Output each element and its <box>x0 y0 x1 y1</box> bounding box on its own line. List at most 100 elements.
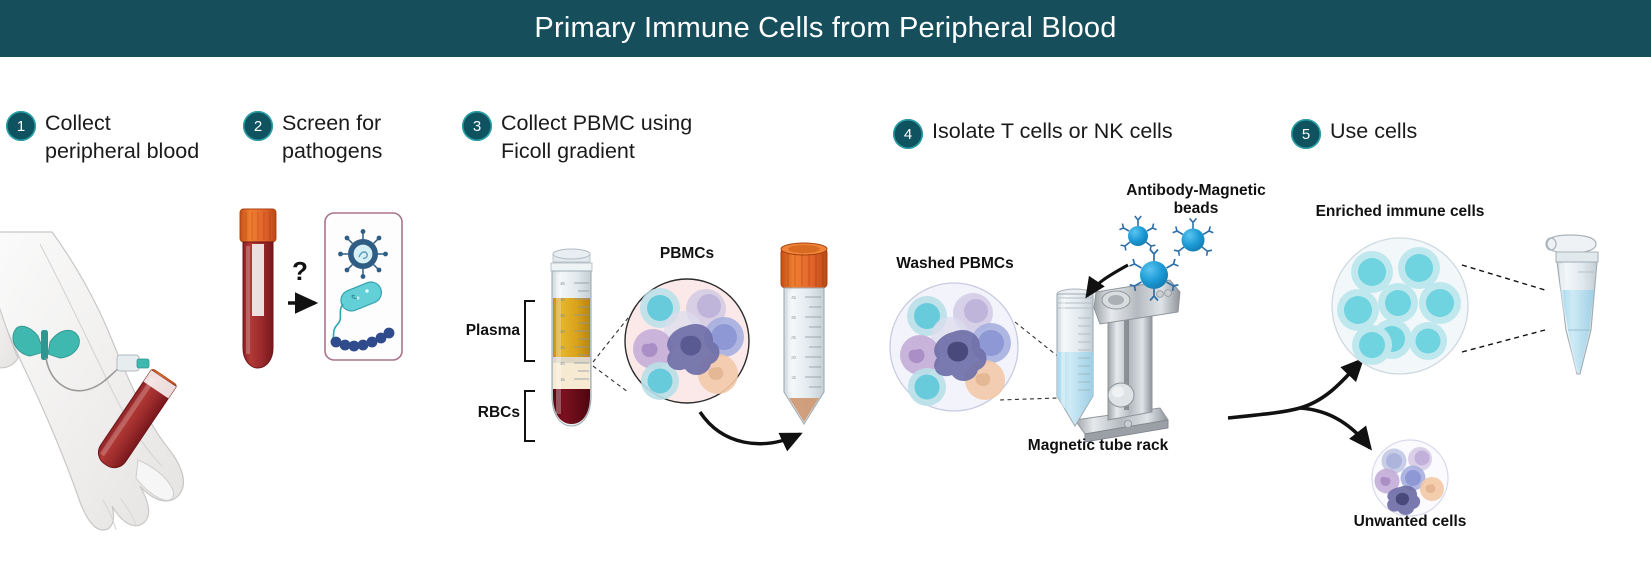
rbc-layer <box>553 389 590 424</box>
panel-1-blood-draw <box>0 231 185 531</box>
enriched-nucleus-7 <box>1359 332 1385 358</box>
bead-1 <box>1119 215 1157 251</box>
washed-pbmc-circle <box>889 282 1019 412</box>
unwanted-dendritic-nucleus <box>1395 492 1410 506</box>
bead-3-core <box>1140 261 1168 289</box>
collection-graduation-numbers: 45 35 25 20 15 <box>791 295 796 380</box>
step-5: 5 Use cells <box>1291 118 1491 149</box>
svg-text:25: 25 <box>791 335 796 340</box>
eppendorf-rim <box>1555 251 1599 263</box>
bead-2 <box>1172 217 1214 256</box>
enriched-nucleus-8 <box>1415 328 1441 354</box>
tube-highlight <box>99 377 156 457</box>
cell-pellet <box>789 398 819 422</box>
thumb-shape <box>135 459 175 501</box>
washed-dendritic-nucleus <box>947 341 969 362</box>
iv-tubing <box>45 357 123 392</box>
rack-tube-graduations <box>1078 317 1090 391</box>
washed-leader-bottom <box>999 397 1059 401</box>
pbmc-nucleus-4 <box>641 343 658 358</box>
bead-2-core <box>1181 228 1205 252</box>
svg-text:45: 45 <box>791 295 796 300</box>
magnetic-tube-rack <box>1074 279 1181 443</box>
svg-text:40: 40 <box>560 297 565 302</box>
pbmc-nucleus-2 <box>697 294 721 318</box>
bead-1-antibodies <box>1119 215 1157 251</box>
enriched-nucleus-5 <box>1344 296 1372 324</box>
virus-genome <box>358 251 368 259</box>
washed-nucleus-5 <box>978 330 1004 356</box>
svg-text:45: 45 <box>560 281 565 286</box>
rack-screw-knobs <box>1156 289 1172 298</box>
collection-tube-arm <box>97 369 177 469</box>
antibody-beads-label: Antibody-Magnetic beads <box>1126 182 1266 217</box>
pbmc-nucleus-5 <box>711 324 737 350</box>
rack-knob-highlight <box>1112 386 1124 398</box>
unwanted-cells-circle <box>1371 439 1449 517</box>
screening-blood-tube <box>239 208 277 369</box>
pbmc-nucleus-6 <box>647 368 673 394</box>
bead-3 <box>1129 248 1179 302</box>
eppendorf-highlight <box>1559 263 1579 373</box>
step-4-label: Isolate T cells or NK cells <box>932 119 1173 143</box>
washed-leader-top <box>1014 321 1061 359</box>
step-1-badge: 1 <box>6 111 36 141</box>
butterfly-needle <box>12 325 80 360</box>
virus-core <box>352 243 374 265</box>
streptococcus-chain-icon <box>330 327 395 352</box>
rack-conical-tube <box>1056 288 1094 428</box>
step-1: 1 Collect peripheral blood <box>6 110 236 165</box>
pbmc-leader-bottom <box>592 365 629 393</box>
ficoll-tube: 45 40 35 30 25 20 15 <box>550 248 593 427</box>
bead-2-antibodies <box>1172 217 1214 256</box>
panel-4-isolation <box>889 215 1214 443</box>
title-banner: Primary Immune Cells from Peripheral Blo… <box>0 0 1651 57</box>
svg-text:15: 15 <box>791 375 796 380</box>
eppendorf-liquid <box>1561 290 1594 372</box>
arrow-to-unwanted <box>1299 406 1372 451</box>
upper-arm-shape <box>0 307 19 369</box>
antibody-magnetic-beads <box>1119 215 1214 302</box>
rack-tube-liquid <box>1057 352 1093 424</box>
rack-clamp-ring-inner <box>1108 295 1124 305</box>
pbmc-transfer-arrow <box>698 411 803 452</box>
pbmc-dendritic-nucleus <box>680 335 702 356</box>
screening-tube-label <box>252 244 264 316</box>
beads-into-tube-arrow <box>1085 263 1129 299</box>
rbcs-label: RBCs <box>477 404 520 421</box>
enriched-cells-circle <box>1331 237 1469 375</box>
unwanted-cells-label: Unwanted cells <box>1353 513 1467 530</box>
enriched-leader-bottom <box>1461 329 1546 353</box>
page-title: Primary Immune Cells from Peripheral Blo… <box>534 12 1117 44</box>
question-mark-label: ? <box>292 256 308 286</box>
enriched-cells <box>1337 247 1461 365</box>
step-4-badge: 4 <box>893 119 923 149</box>
tube-neck-ring-2 <box>550 262 593 272</box>
step-5-label: Use cells <box>1330 119 1418 143</box>
enriched-leader-top <box>1461 264 1546 291</box>
collection-tube-body <box>783 287 825 426</box>
rack-tube-highlight <box>1061 298 1065 408</box>
unwanted-nucleus-1 <box>1386 453 1402 469</box>
step-3: 3 Collect PBMC using Ficoll gradient <box>462 110 762 165</box>
svg-text:15: 15 <box>560 377 565 382</box>
bead-3-antibodies <box>1129 248 1179 302</box>
svg-text:35: 35 <box>560 313 565 318</box>
step-2: 2 Screen for pathogens <box>243 110 443 165</box>
arrow-to-enriched <box>1227 357 1365 420</box>
enriched-nucleus-1 <box>1358 258 1386 286</box>
washed-nucleus-6 <box>914 374 940 400</box>
step-3-badge: 3 <box>462 111 492 141</box>
butterfly-wing-left <box>12 325 45 357</box>
step-1-label: Collect peripheral blood <box>45 111 200 163</box>
svg-text:25: 25 <box>560 345 565 350</box>
svg-text:35: 35 <box>791 315 796 320</box>
enriched-nucleus-4 <box>1426 289 1454 317</box>
svg-text:30: 30 <box>560 329 565 334</box>
tube-graduation-numbers: 45 40 35 30 25 20 15 <box>560 281 565 382</box>
pbmc-magnification-circle <box>624 278 750 404</box>
plasma-layer <box>553 298 590 357</box>
luer-connector <box>116 354 150 372</box>
